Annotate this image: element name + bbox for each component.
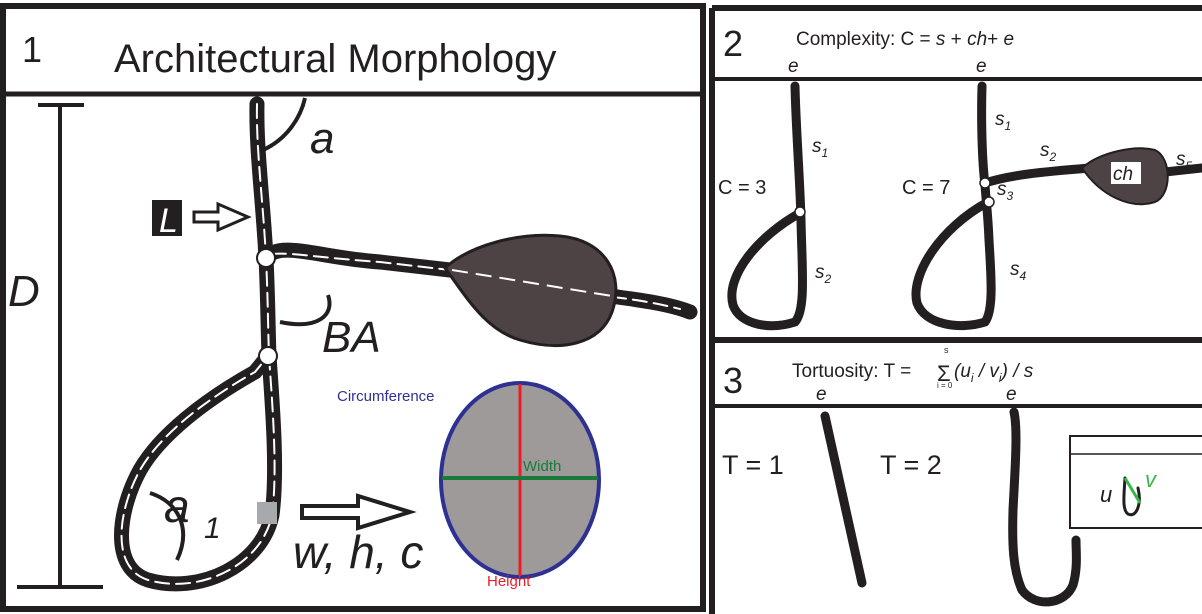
inset-v-line — [1123, 477, 1142, 504]
panel2-number: 2 — [723, 23, 743, 64]
example1-s1: s1 — [812, 136, 828, 160]
example2-s4: s4 — [1010, 259, 1027, 283]
depth-label: D — [8, 267, 40, 316]
panel1-number: 1 — [22, 29, 42, 70]
complexity-formula-e: e — [1004, 29, 1015, 50]
example2-s2: s2 — [1040, 140, 1057, 164]
example1-root — [727, 81, 808, 331]
length-label: L — [159, 202, 178, 240]
cross-section-marker — [257, 502, 277, 524]
tortuosity-example1-value: T = 1 — [722, 450, 784, 480]
main-root-centerline — [120, 103, 276, 585]
tortuosity-example1-root — [820, 411, 867, 588]
complexity-formula: Complexity: C = s + ch+ e — [796, 29, 1014, 50]
main-root — [114, 96, 283, 592]
measure-arrow — [300, 493, 417, 531]
tortuosity-sum-top: s — [944, 345, 949, 355]
branch-angle-label: BA — [322, 313, 381, 362]
panel-frames — [0, 3, 1202, 614]
branch-node — [256, 248, 276, 268]
loop-node — [258, 346, 278, 366]
complexity-formula-ch: ch — [967, 29, 987, 50]
angle-a1-subscript: 1 — [204, 512, 221, 545]
complexity-formula-plus1: + — [945, 29, 967, 50]
depth-scale-bar — [17, 103, 103, 589]
chamber-axis — [451, 269, 613, 297]
tortuosity-example2-e: e — [1006, 384, 1017, 405]
example2-ch-label: ch — [1113, 164, 1133, 185]
panel3-number: 3 — [723, 360, 743, 401]
measures-label: w, h, c — [293, 526, 423, 578]
cross-section: Circumference Width Height — [337, 381, 601, 590]
length-label-box — [152, 200, 182, 236]
complexity-formula-s: s — [936, 29, 946, 50]
example1-value: C = 3 — [718, 177, 766, 199]
panel2: 2 Complexity: C = s + ch+ e e C = 3 s1 s… — [718, 23, 1202, 331]
angle-ba-arc — [279, 294, 332, 327]
example2-node-lower — [983, 196, 995, 208]
tortuosity-example2-value: T = 2 — [880, 450, 942, 480]
tortuosity-formula-body: (ui / vi) / s — [954, 361, 1034, 385]
panel1: 1 Architectural Morphology D — [8, 29, 698, 592]
angle-a1-label: a — [164, 480, 190, 532]
example1-s2: s2 — [815, 262, 832, 286]
example2-e-label: e — [976, 56, 987, 77]
example1-node — [794, 206, 806, 218]
angle-arcs — [149, 97, 332, 561]
angle-a-label: a — [310, 114, 334, 163]
example2-ch-box — [1111, 162, 1141, 184]
lateral-branch-tip-centerline — [611, 296, 681, 310]
inset-u-label: u — [1100, 482, 1112, 507]
angle-a-arc — [262, 97, 307, 152]
tortuosity-formula-prefix: Tortuosity: T = — [792, 361, 911, 382]
example2-s1: s1 — [995, 109, 1011, 133]
chamber — [442, 233, 618, 347]
example2-value: C = 7 — [902, 177, 950, 199]
lateral-branch-centerline — [271, 252, 451, 271]
complexity-formula-plus2: + — [987, 29, 1003, 50]
circumference-label: Circumference — [337, 388, 435, 405]
inset-v-label: v — [1145, 467, 1158, 492]
inset-box — [1069, 435, 1202, 529]
width-label: Width — [523, 458, 561, 475]
example2-root — [911, 81, 996, 331]
example2-s5: s5 — [1176, 149, 1193, 173]
tortuosity-example2-root — [1008, 407, 1081, 607]
panel1-frame — [0, 3, 706, 612]
tortuosity-sum-symbol: Σ — [937, 361, 951, 386]
example2-s3: s3 — [997, 179, 1014, 203]
height-label: Height — [487, 573, 531, 590]
example2-node-upper — [979, 177, 991, 189]
tortuosity-sum-bottom: i = 0 — [937, 381, 953, 390]
panel3: 3 Tortuosity: T = s Σ i = 0 (ui / vi) / … — [722, 345, 1202, 607]
example2-branch — [980, 163, 1202, 188]
complexity-formula-prefix: Complexity: C = — [796, 29, 936, 50]
tortuosity-inset: u v — [1069, 435, 1202, 529]
length-arrow — [192, 201, 252, 233]
angle-a1-arc — [149, 491, 186, 561]
panel1-title: Architectural Morphology — [114, 37, 556, 81]
tortuosity-example1-e: e — [816, 384, 827, 405]
example1-e-label: e — [788, 56, 799, 77]
